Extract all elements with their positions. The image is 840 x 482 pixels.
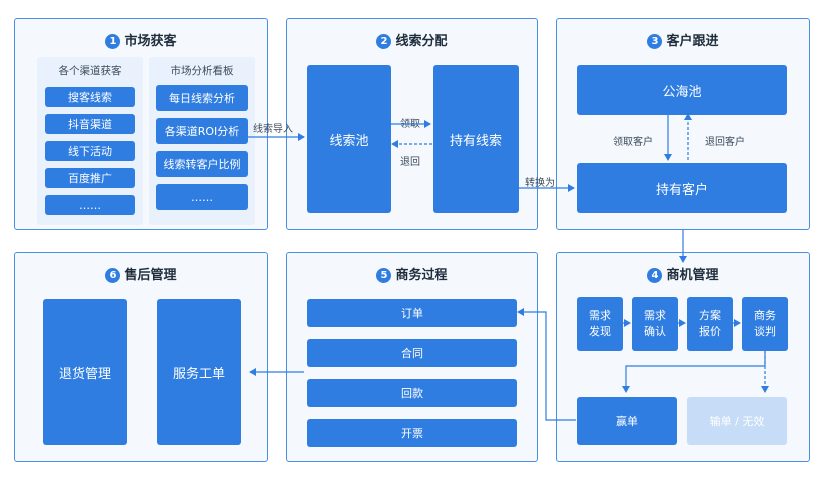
- claim-label: 领取: [400, 119, 420, 130]
- analytics-title: 市场分析看板: [170, 65, 234, 77]
- channel-item[interactable]: 搜客线索: [45, 87, 135, 107]
- return-label: 退回: [400, 157, 420, 168]
- invoice-box[interactable]: 开票: [307, 419, 517, 447]
- lead-pool-box[interactable]: 线索池: [307, 65, 391, 213]
- step-number-badge: 6: [105, 268, 121, 283]
- channel-item[interactable]: 线下活动: [45, 141, 135, 161]
- step-number-badge: 1: [105, 34, 121, 49]
- returns-management-box[interactable]: 退货管理: [43, 299, 127, 445]
- step-number-badge: 4: [647, 268, 663, 283]
- contract-box[interactable]: 合同: [307, 339, 517, 367]
- return-customer-label: 退回客户: [705, 137, 745, 148]
- sea-pool-box[interactable]: 公海池: [577, 65, 787, 115]
- analytics-item[interactable]: 线索转客户比例: [156, 151, 248, 177]
- convert-label: 转换为: [525, 178, 555, 189]
- lose-box[interactable]: 输单 / 无效: [687, 397, 787, 445]
- analytics-item[interactable]: ……: [156, 184, 248, 210]
- channel-item[interactable]: 百度推广: [45, 168, 135, 188]
- claim-customer-label: 领取客户: [613, 137, 653, 148]
- payment-box[interactable]: 回款: [307, 379, 517, 407]
- channel-item[interactable]: ……: [45, 195, 135, 215]
- win-box[interactable]: 赢单: [577, 397, 677, 445]
- analytics-item[interactable]: 各渠道ROI分析: [156, 118, 248, 144]
- opportunity-step[interactable]: 需求确认: [632, 297, 678, 351]
- channels-title: 各个渠道获客: [58, 65, 122, 77]
- owned-customer-box[interactable]: 持有客户: [577, 163, 787, 213]
- opportunity-step[interactable]: 方案报价: [687, 297, 733, 351]
- channel-item[interactable]: 抖音渠道: [45, 114, 135, 134]
- step-number-badge: 5: [376, 268, 392, 283]
- analytics-item[interactable]: 每日线索分析: [156, 85, 248, 111]
- step-number-badge: 3: [647, 34, 663, 49]
- service-ticket-box[interactable]: 服务工单: [157, 299, 241, 445]
- channels-group: 各个渠道获客 搜客线索 抖音渠道 线下活动 百度推广 ……: [37, 57, 143, 225]
- lead-import-label: 线索导入: [253, 124, 293, 135]
- opportunity-step[interactable]: 需求发现: [577, 297, 623, 351]
- analytics-group: 市场分析看板 每日线索分析 各渠道ROI分析 线索转客户比例 ……: [149, 57, 255, 225]
- opportunity-step[interactable]: 商务谈判: [742, 297, 788, 351]
- step-number-badge: 2: [376, 34, 392, 49]
- order-box[interactable]: 订单: [307, 299, 517, 327]
- owned-leads-box[interactable]: 持有线索: [433, 65, 519, 213]
